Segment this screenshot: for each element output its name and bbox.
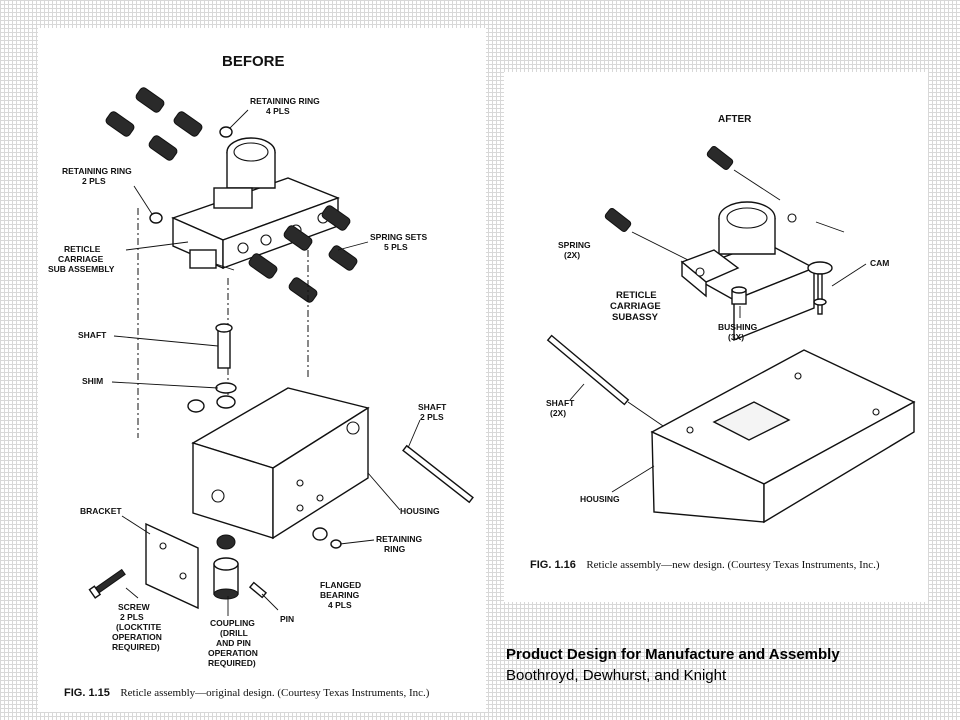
spring-set-right bbox=[248, 205, 358, 303]
label-reticle-carriage-subassy: RETICLE CARRIAGE SUBASSY bbox=[610, 290, 663, 323]
cam-part bbox=[807, 261, 833, 315]
spring-set-top bbox=[105, 87, 203, 161]
label-shaft-2pls: SHAFT 2 PLS bbox=[418, 402, 449, 422]
shaft-part bbox=[546, 334, 630, 406]
label-shim: SHIM bbox=[82, 376, 103, 386]
label-pin: PIN bbox=[280, 614, 294, 624]
before-diagram-panel: BEFORE bbox=[38, 28, 486, 712]
flanged-bearing-left bbox=[216, 395, 236, 409]
retaining-ring-top bbox=[219, 126, 233, 138]
bracket-part bbox=[145, 522, 199, 610]
label-housing: HOUSING bbox=[580, 494, 620, 504]
retaining-ring-right bbox=[330, 539, 342, 549]
book-authors: Boothroyd, Dewhurst, and Knight bbox=[506, 667, 727, 684]
label-shaft: SHAFT (2X) bbox=[546, 398, 577, 418]
before-diagram: BEFORE bbox=[48, 53, 474, 700]
retaining-ring-left bbox=[149, 212, 163, 224]
book-citation: Product Design for Manufacture and Assem… bbox=[496, 630, 952, 710]
after-caption: FIG. 1.16 Reticle assembly—new design. (… bbox=[530, 555, 880, 572]
after-diagram: AFTER bbox=[530, 114, 916, 572]
label-retaining-ring: RETAINING RING bbox=[376, 534, 425, 554]
bushing-part bbox=[731, 286, 747, 305]
label-bushing: BUSHING (3X) bbox=[718, 322, 760, 342]
label-retaining-ring-2pls: RETAINING RING 2 PLS bbox=[62, 166, 134, 186]
flanged-bearing-right bbox=[312, 527, 328, 541]
housing-part bbox=[650, 349, 916, 524]
label-shaft: SHAFT bbox=[78, 330, 107, 340]
shaft-rod bbox=[402, 444, 474, 504]
label-spring-sets: SPRING SETS 5 PLS bbox=[370, 232, 430, 252]
flanged-bearing-side bbox=[187, 399, 205, 413]
screw-part bbox=[88, 568, 126, 599]
after-diagram-panel: AFTER bbox=[504, 72, 928, 602]
before-caption: FIG. 1.15 Reticle assembly—original desi… bbox=[64, 683, 430, 700]
after-heading: AFTER bbox=[718, 114, 752, 125]
housing-part bbox=[191, 387, 370, 540]
shaft-part bbox=[215, 323, 233, 369]
reticle-carriage-subassy bbox=[680, 201, 816, 342]
label-bracket: BRACKET bbox=[80, 506, 122, 516]
label-spring: SPRING (2X) bbox=[558, 240, 593, 260]
label-housing: HOUSING bbox=[400, 506, 440, 516]
spring-top bbox=[706, 145, 734, 171]
book-title: Product Design for Manufacture and Assem… bbox=[506, 646, 840, 663]
label-flanged-bearing: FLANGED BEARING 4 PLS bbox=[320, 580, 363, 610]
label-screw: SCREW 2 PLS (LOCKTITE OPERATION REQUIRED… bbox=[112, 602, 164, 652]
reticle-carriage-sub-assembly bbox=[171, 137, 340, 271]
label-retaining-ring-4pls: RETAINING RING 4 PLS bbox=[250, 96, 322, 116]
before-heading: BEFORE bbox=[222, 53, 285, 70]
shim-part bbox=[215, 382, 237, 394]
coupling-part bbox=[213, 534, 239, 600]
label-reticle-carriage: RETICLE CARRIAGE SUB ASSEMBLY bbox=[48, 244, 115, 274]
label-coupling: COUPLING (DRILL AND PIN OPERATION REQUIR… bbox=[208, 618, 260, 668]
spring-left bbox=[604, 207, 632, 233]
pin-part bbox=[248, 581, 268, 599]
label-cam: CAM bbox=[870, 258, 889, 268]
